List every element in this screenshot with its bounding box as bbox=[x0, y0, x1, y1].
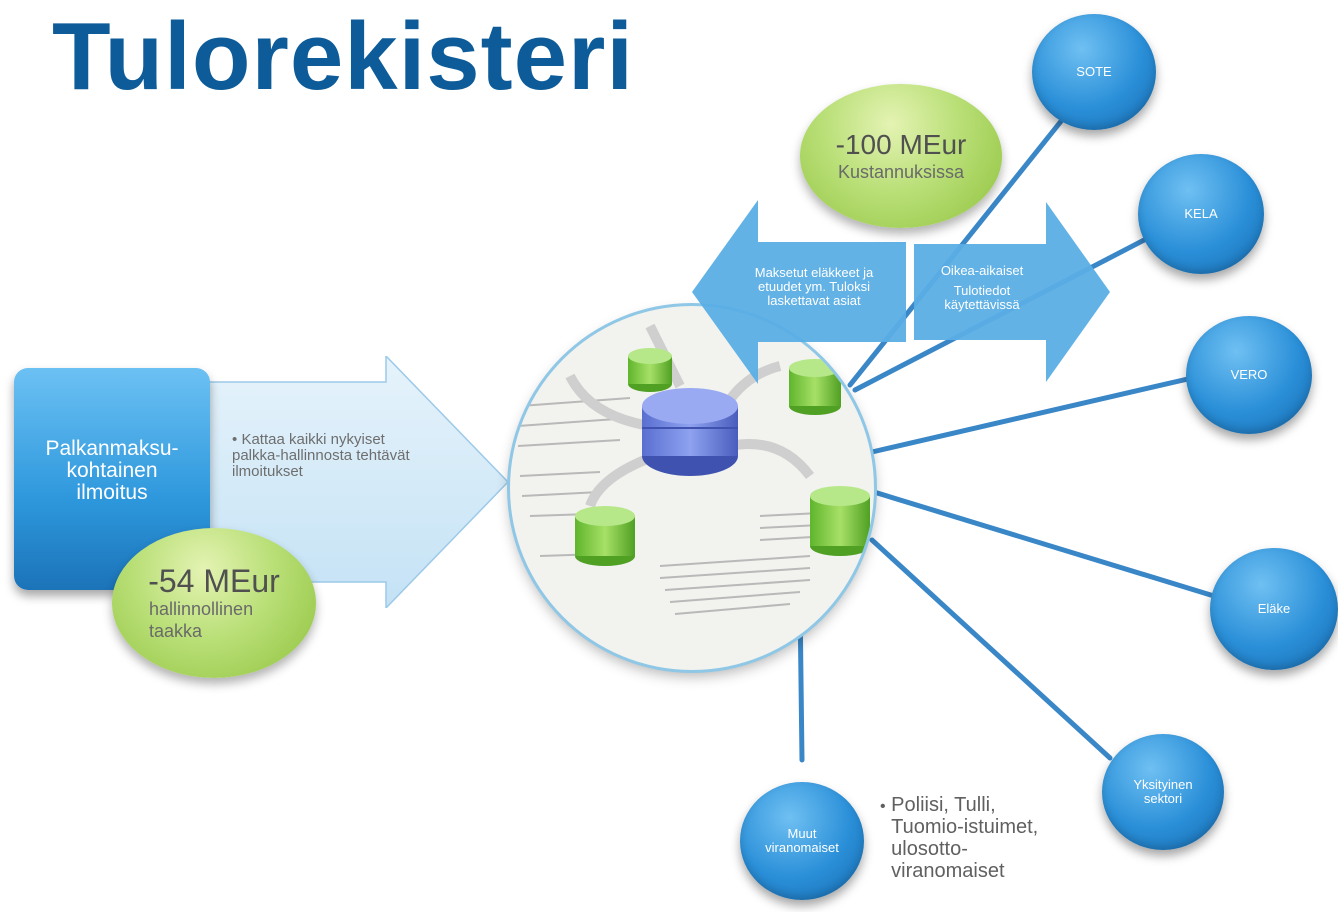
page-title: Tulorekisteri bbox=[52, 3, 635, 110]
arrow-description-text: Kattaa kaikki nykyiset palkka-hallinnost… bbox=[232, 431, 410, 480]
bullet-icon: • bbox=[880, 798, 886, 815]
admin-burden-badge: -54 MEur hallinnollinen taakka bbox=[112, 528, 316, 678]
target-vero: VERO bbox=[1186, 316, 1312, 434]
target-yksityinen-sektori: Yksityinen sektori bbox=[1102, 734, 1224, 850]
right-pointing-arrow bbox=[914, 202, 1110, 382]
line-yksityinen bbox=[869, 537, 1113, 761]
realtime-arrow-label: Oikea-aikaiset Tulotiedot käytettävissä bbox=[920, 264, 1044, 312]
target-sote-label: SOTE bbox=[1076, 64, 1112, 79]
pensions-arrow-label: Maksetut eläkkeet ja etuudet ym. Tuloksi… bbox=[754, 265, 874, 308]
admin-burden-label: hallinnollinen taakka bbox=[149, 599, 254, 641]
database-hub bbox=[510, 306, 874, 670]
cost-saving-label: Kustannuksissa bbox=[837, 162, 965, 182]
target-kela-label: KELA bbox=[1184, 206, 1218, 221]
line-vero bbox=[869, 375, 1195, 455]
cost-saving-value: -100 MEur bbox=[835, 129, 967, 160]
admin-burden-value: -54 MEur bbox=[148, 563, 280, 599]
target-muut-label: Muut viranomaiset bbox=[765, 826, 839, 855]
target-sote: SOTE bbox=[1032, 14, 1156, 130]
target-muut-viranomaiset: Muut viranomaiset bbox=[740, 782, 864, 900]
left-pointing-arrow bbox=[692, 200, 906, 384]
target-kela: KELA bbox=[1138, 154, 1264, 274]
bullet-icon: • bbox=[232, 431, 238, 448]
target-elake-label: Eläke bbox=[1257, 601, 1291, 616]
target-yksityinen-label: Yksityinen sektori bbox=[1133, 777, 1193, 806]
other-authorities-text: Poliisi, Tulli, Tuomio-istuimet, ulosott… bbox=[891, 794, 1039, 882]
other-authorities-note: • Poliisi, Tulli, Tuomio-istuimet, uloso… bbox=[880, 794, 1080, 882]
cost-saving-badge: -100 MEur Kustannuksissa bbox=[800, 84, 1002, 228]
payroll-notification-label: Palkanmaksu- kohtainen ilmoitus bbox=[45, 437, 179, 504]
arrow-description: • Kattaa kaikki nykyiset palkka-hallinno… bbox=[232, 432, 412, 480]
target-elake: Eläke bbox=[1210, 548, 1338, 670]
line-elake bbox=[871, 489, 1217, 599]
realtime-arrow-line1: Oikea-aikaiset bbox=[940, 263, 1024, 278]
target-vero-label: VERO bbox=[1230, 367, 1268, 382]
realtime-arrow-line2: Tulotiedot käytettävissä bbox=[944, 283, 1020, 312]
